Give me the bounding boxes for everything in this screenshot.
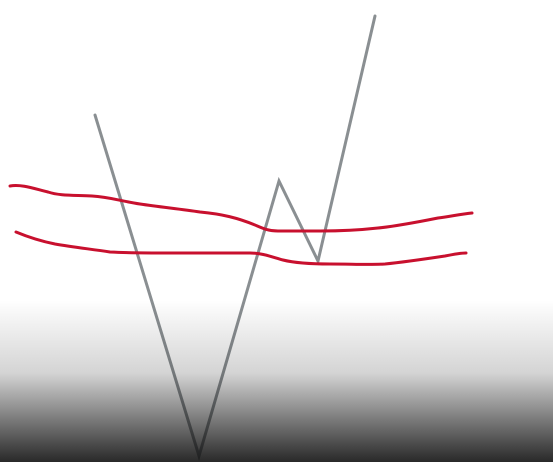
lower-red-band-line (14, 230, 468, 266)
bottom-fade (0, 300, 553, 462)
upper-red-band-line (8, 184, 474, 233)
